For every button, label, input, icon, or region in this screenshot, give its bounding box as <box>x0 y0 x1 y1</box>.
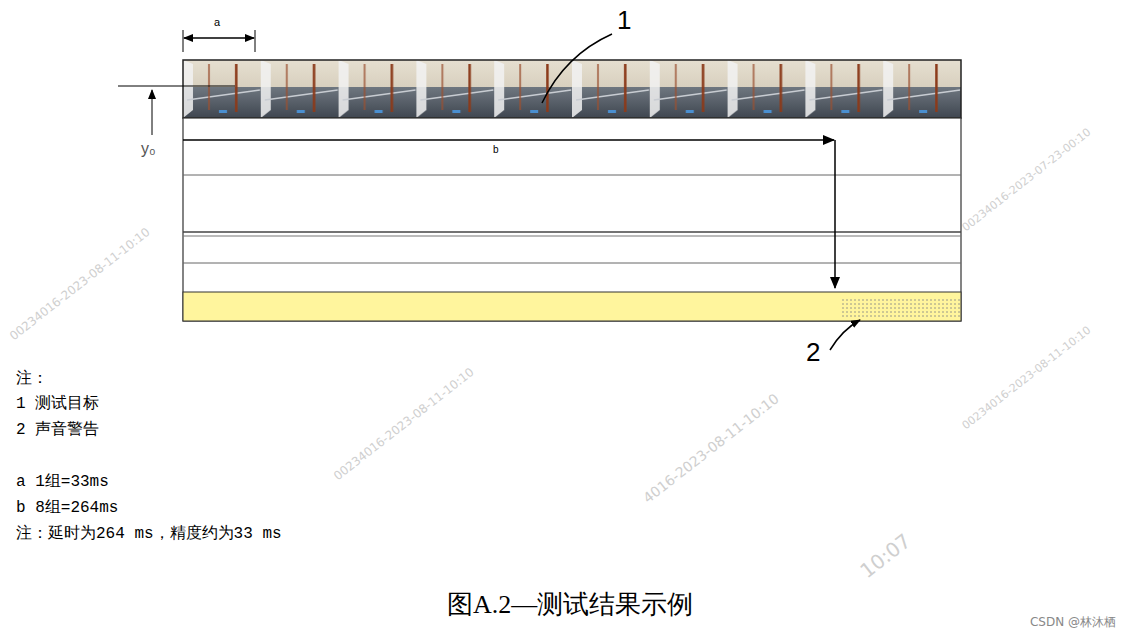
note-text: a 1组=33ms <box>16 473 109 491</box>
note-text: 2 声音警告 <box>16 421 99 439</box>
note-text: 注：延时为264 ms，精度约为33 ms <box>16 525 282 543</box>
watermark: 4016-2023-08-11-10:10 <box>640 390 782 506</box>
axis-label: y₀ <box>141 140 156 158</box>
callout-number: 2 <box>806 338 820 368</box>
dimension-label: a <box>214 16 220 29</box>
watermark: 00234016-2023-07-23-00:10 <box>960 126 1094 234</box>
credit-text: CSDN @林沐栖 <box>1030 616 1116 630</box>
note-text: b 8组=264ms <box>16 499 118 517</box>
figure-caption: 图A.2—测试结果示例 <box>447 590 693 620</box>
watermark: 10:07 <box>856 529 916 583</box>
note-text: 注： <box>16 370 48 388</box>
watermark: 00234016-2023-08-11-10:10 <box>960 324 1094 432</box>
note-text: 1 测试目标 <box>16 395 99 413</box>
callout-number: 1 <box>617 6 631 36</box>
watermark: 00234016-2023-08-11-10:10 <box>8 226 154 344</box>
dimension-label: b <box>493 144 499 156</box>
watermark: 00234016-2023-08-11-10:10 <box>332 366 478 484</box>
